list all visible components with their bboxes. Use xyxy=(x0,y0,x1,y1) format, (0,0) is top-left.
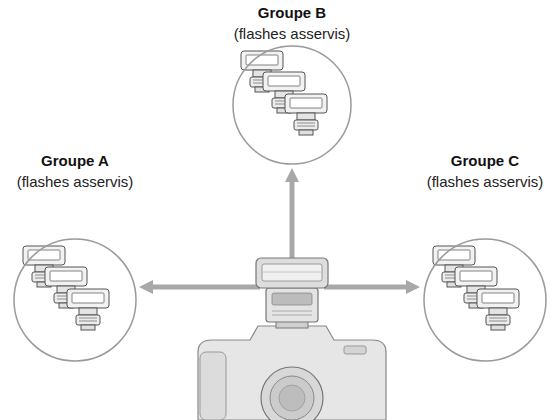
circle-outline xyxy=(13,238,137,362)
group-note: (flashes asservis) xyxy=(427,171,544,192)
slave-flashes xyxy=(23,246,109,330)
group-label: Groupe A(flashes asservis) xyxy=(17,150,134,192)
group-circle: Groupe C(flashes asservis) xyxy=(423,238,547,362)
camera xyxy=(198,326,386,420)
group-name: Groupe C xyxy=(427,150,544,171)
circle-outline xyxy=(423,238,547,362)
group-label: Groupe C(flashes asservis) xyxy=(427,150,544,192)
slave-flashes xyxy=(241,51,327,135)
group-name: Groupe B xyxy=(234,2,351,23)
commander-flash xyxy=(256,258,328,328)
group-name: Groupe A xyxy=(17,150,134,171)
circle-outline xyxy=(232,45,352,165)
group-note: (flashes asservis) xyxy=(234,23,351,44)
signal-arrows xyxy=(139,168,420,294)
group-note: (flashes asservis) xyxy=(17,171,134,192)
group-label: Groupe B(flashes asservis) xyxy=(234,2,351,44)
group-circle: Groupe B(flashes asservis) xyxy=(232,45,352,165)
group-circle: Groupe A(flashes asservis) xyxy=(13,238,137,362)
slave-flashes xyxy=(433,246,519,330)
